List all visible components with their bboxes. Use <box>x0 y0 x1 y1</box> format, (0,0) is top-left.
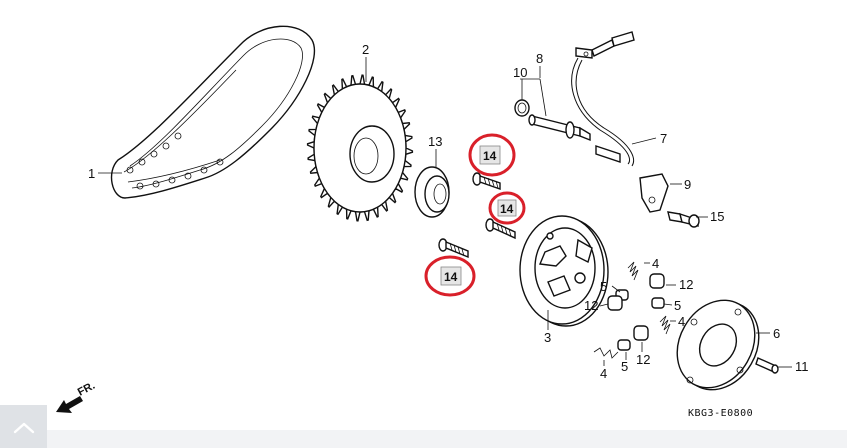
callout-14: 14 <box>444 270 458 284</box>
highlight-ring <box>468 133 516 177</box>
callout-4: 4 <box>678 314 685 329</box>
sensor-cable <box>571 31 635 167</box>
callout-12: 12 <box>636 352 650 367</box>
outer-plate <box>676 299 760 391</box>
highlight-ring <box>488 191 526 225</box>
callout-6: 6 <box>773 326 780 341</box>
front-direction-indicator: FR. <box>56 380 97 413</box>
plunger <box>651 297 665 309</box>
callout-5: 5 <box>600 279 607 294</box>
callout-4: 4 <box>600 366 607 381</box>
scroll-top-button[interactable] <box>0 405 47 448</box>
bottom-bar <box>0 430 847 448</box>
callout-13: 13 <box>428 134 442 149</box>
callout-8: 8 <box>536 51 543 66</box>
callout-12: 12 <box>679 277 693 292</box>
roller <box>633 325 649 341</box>
spring <box>593 347 619 359</box>
callout-12: 12 <box>584 298 598 313</box>
callout-14: 14 <box>483 149 497 163</box>
highlight-callout-14: 14 <box>488 191 526 225</box>
front-label: FR. <box>76 380 97 399</box>
highlight-callout-14: 14 <box>424 255 476 297</box>
bolt <box>438 238 469 259</box>
sprocket <box>306 74 414 222</box>
plunger <box>617 339 631 351</box>
drive-chain <box>110 25 316 199</box>
spring <box>659 315 671 335</box>
callout-9: 9 <box>684 177 691 192</box>
front-arrow-icon <box>56 396 83 413</box>
shaft <box>528 114 591 142</box>
flange-bolt <box>667 211 700 228</box>
callout-2: 2 <box>362 42 369 57</box>
starter-clutch <box>519 215 609 327</box>
callout-5: 5 <box>621 359 628 374</box>
bolt <box>485 218 516 240</box>
leader-lines <box>98 57 792 368</box>
callout-1: 1 <box>88 166 95 181</box>
roller <box>607 295 623 311</box>
roller <box>649 273 665 289</box>
callout-5: 5 <box>674 298 681 313</box>
callout-labels: 1 2 3 4 4 4 5 5 5 6 7 8 9 10 11 12 12 12… <box>88 42 809 381</box>
callout-14: 14 <box>500 202 514 216</box>
chevron-up-icon <box>13 422 34 433</box>
oil-seal <box>414 166 450 218</box>
callout-7: 7 <box>660 131 667 146</box>
stay-bracket <box>639 173 669 213</box>
highlight-ring <box>424 255 476 297</box>
o-ring <box>514 99 530 117</box>
callout-15: 15 <box>710 209 724 224</box>
callout-11: 11 <box>795 359 809 374</box>
callout-4: 4 <box>652 256 659 271</box>
diagram-code: KBG3-E0800 <box>688 408 753 419</box>
spring <box>627 261 639 281</box>
bolt <box>472 172 501 190</box>
callout-10: 10 <box>513 65 527 80</box>
callout-3: 3 <box>544 330 551 345</box>
highlight-callout-14: 14 <box>468 133 516 177</box>
pin <box>755 357 779 374</box>
